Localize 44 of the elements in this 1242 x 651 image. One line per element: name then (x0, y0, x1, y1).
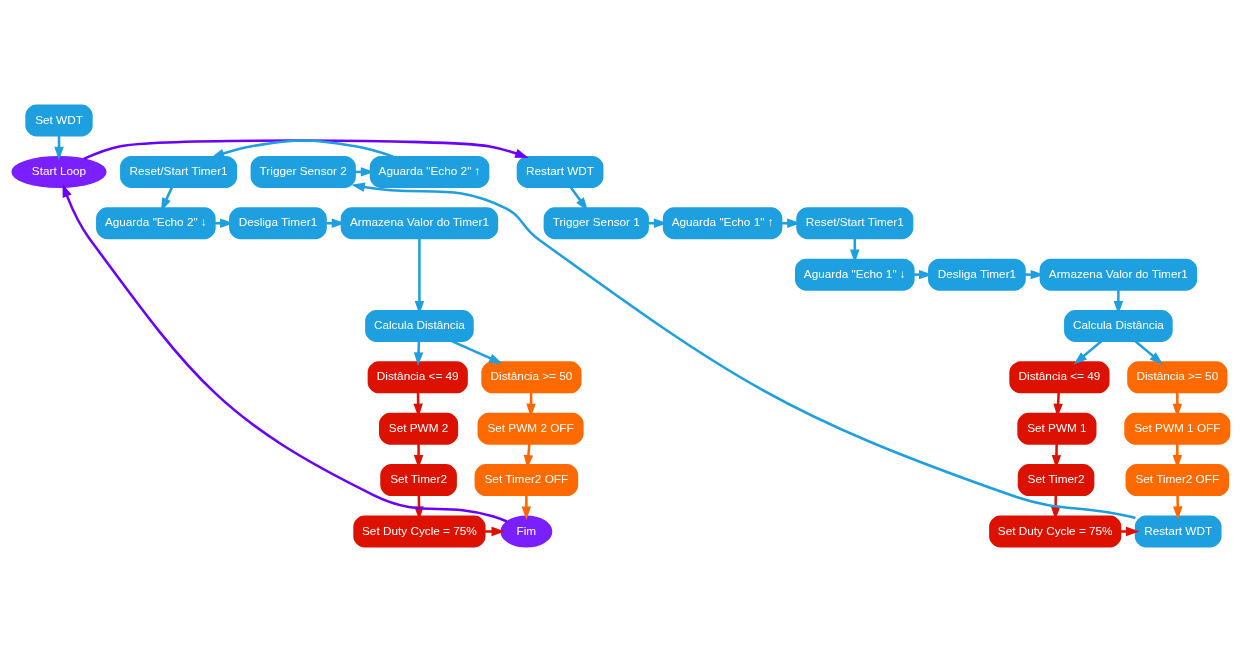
node-box: Desliga Timer1 (928, 258, 1026, 291)
arrow (160, 186, 174, 211)
node-ellipse: Fim (500, 515, 553, 547)
node-box: Trigger Sensor 1 (543, 206, 649, 239)
node-box: Calcula Distância (365, 309, 474, 342)
arrow (485, 526, 505, 536)
arrow (1134, 339, 1163, 364)
node-box: Restart WDT (516, 155, 604, 188)
node-box: Set Duty Cycle = 75% (353, 515, 486, 547)
node-box: Distância <= 49 (1009, 360, 1110, 393)
node-box: Set PWM 2 OFF (477, 412, 584, 445)
node-box: Set WDT (25, 104, 93, 136)
node-box: Set Timer2 (380, 463, 457, 496)
node-box: Trigger Sensor 2 (250, 155, 356, 188)
node-box: Armazena Valor do Timer1 (1039, 258, 1198, 291)
node-box: Distância <= 49 (367, 360, 468, 393)
node-box: Set Timer2 (1017, 463, 1095, 496)
node-box: Set Timer2 OFF (1125, 463, 1230, 496)
arrow (83, 138, 529, 160)
arrow (451, 339, 503, 364)
node-box: Aguarda "Echo 2" ↑ (369, 155, 490, 188)
arrow (569, 185, 588, 211)
node-box: Distância >= 50 (1127, 360, 1228, 393)
node-box: Reset/Start Timer1 (796, 206, 914, 239)
arrow (210, 138, 394, 158)
arrow (1073, 339, 1103, 364)
node-box: Restart WDT (1134, 515, 1222, 547)
node-box: Set Timer2 OFF (474, 463, 579, 496)
node-ellipse: Start Loop (11, 155, 107, 188)
node-box: Set PWM 2 (379, 412, 459, 445)
node-box: Aguarda "Echo 1" ↓ (795, 258, 915, 291)
node-box: Distância >= 50 (481, 360, 582, 393)
node-box: Aguarda "Echo 1" ↑ (662, 206, 783, 239)
arrow (413, 340, 424, 366)
node-box: Set Duty Cycle = 75% (989, 515, 1122, 547)
node-box: Set PWM 1 (1017, 412, 1097, 445)
node-box: Armazena Valor do Timer1 (340, 206, 499, 239)
node-box: Calcula Distância (1064, 309, 1173, 342)
arrow (1173, 494, 1183, 520)
node-box: Set PWM 1 OFF (1124, 412, 1231, 445)
node-box: Reset/Start Timer1 (120, 155, 238, 188)
node-box: Aguarda "Echo 2" ↓ (96, 206, 216, 239)
node-box: Desliga Timer1 (229, 206, 327, 239)
arrow (521, 494, 532, 520)
